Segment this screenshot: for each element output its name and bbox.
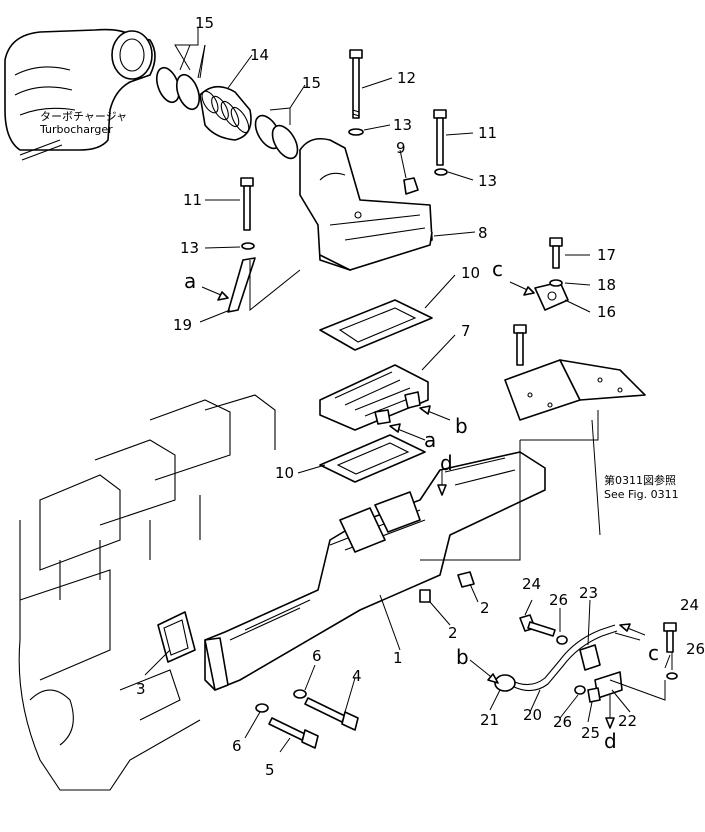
gasket-upper — [319, 299, 433, 351]
callout-13b: 13 — [478, 172, 497, 190]
washer-26-right — [666, 672, 678, 680]
see-fig-note-jp: 第0311図参照 — [604, 473, 676, 487]
gasket-lower — [319, 434, 426, 483]
bolt-24-left — [519, 614, 556, 637]
callout-15b: 15 — [302, 74, 321, 92]
sensor-16 — [534, 281, 569, 311]
ref-a-lower: a — [424, 428, 436, 452]
plug-9 — [403, 177, 419, 195]
bolt-11-upper — [433, 109, 448, 176]
leader-lines — [144, 28, 673, 753]
washer-26-lower — [574, 685, 586, 695]
ref-b-lower: b — [456, 645, 469, 669]
bracket-19 — [227, 257, 301, 313]
engine-block-drawing — [18, 394, 276, 791]
callout-25: 25 — [581, 724, 600, 742]
turbocharger-label-en: Turbocharger — [39, 123, 113, 136]
clamp-23 — [579, 644, 601, 671]
callout-26c: 26 — [553, 713, 572, 731]
callout-3: 3 — [136, 680, 146, 698]
callout-26a: 26 — [549, 591, 568, 609]
ref-b-upper: b — [455, 414, 468, 438]
callout-2b: 2 — [448, 624, 458, 642]
reference-arrows — [201, 281, 646, 729]
callout-22: 22 — [618, 712, 637, 730]
callout-18: 18 — [597, 276, 616, 294]
see-fig-note-en: See Fig. 0311 — [604, 488, 679, 501]
connector-21 — [494, 674, 516, 692]
bolt-24-right — [663, 622, 677, 653]
ref-d-upper: d — [440, 451, 453, 475]
seal-rings-left — [155, 66, 201, 111]
callout-23: 23 — [579, 584, 598, 602]
ref-c-upper: c — [492, 257, 503, 281]
nut-25 — [587, 687, 601, 703]
callout-14: 14 — [250, 46, 269, 64]
ref-d-lower: d — [604, 729, 617, 753]
callout-numbers: 1 2 2 3 4 5 6 6 7 8 9 10 10 11 11 12 13 … — [136, 14, 705, 779]
elbow-adapter — [299, 137, 433, 271]
bolt-5 — [268, 717, 319, 749]
callout-6b: 6 — [232, 737, 242, 755]
ref-a-upper: a — [184, 269, 196, 293]
callout-10b: 10 — [275, 464, 294, 482]
bolt-17 — [549, 237, 563, 269]
callout-24a: 24 — [522, 575, 541, 593]
callout-13a: 13 — [393, 116, 412, 134]
plug-2-left — [419, 589, 431, 603]
gasket-3 — [157, 611, 196, 663]
callout-24b: 24 — [680, 596, 699, 614]
callout-6a: 6 — [312, 647, 322, 665]
washer-6-lower — [255, 703, 269, 713]
turbocharger-label-jp: ターボチャージャ — [40, 110, 127, 123]
callout-17: 17 — [597, 246, 616, 264]
callout-12: 12 — [397, 69, 416, 87]
reference-letters: a a b b c c d d — [184, 257, 659, 753]
callout-10a: 10 — [461, 264, 480, 282]
callout-5: 5 — [265, 761, 275, 779]
bellows-connector — [199, 85, 252, 141]
bolt-standalone — [513, 324, 527, 366]
connector-block-7 — [319, 364, 429, 431]
washer-18 — [549, 279, 563, 287]
bolt-4 — [304, 697, 359, 731]
callout-26b: 26 — [686, 640, 705, 658]
ref-c-lower: c — [648, 641, 659, 665]
bolt-12 — [348, 49, 364, 136]
callout-15a: 15 — [195, 14, 214, 32]
tube-20 — [509, 624, 618, 692]
mounting-plate — [504, 359, 646, 441]
plug-2-right — [457, 571, 475, 588]
seal-rings-right — [254, 114, 299, 160]
bracket-22 — [594, 671, 666, 701]
bolt-11-left — [240, 177, 255, 250]
callout-4: 4 — [352, 667, 362, 685]
callout-11b: 11 — [183, 191, 202, 209]
callout-19: 19 — [173, 316, 192, 334]
washer-6-upper — [293, 689, 307, 699]
callout-20: 20 — [523, 706, 542, 724]
callout-13c: 13 — [180, 239, 199, 257]
callout-16: 16 — [597, 303, 616, 321]
callout-2a: 2 — [480, 599, 490, 617]
callout-8: 8 — [478, 224, 488, 242]
turbocharger-drawing: ターボチャージャ Turbocharger — [4, 28, 156, 161]
callout-21: 21 — [480, 711, 499, 729]
callout-1: 1 — [393, 649, 403, 667]
callout-11a: 11 — [478, 124, 497, 142]
washer-26-upper — [556, 635, 568, 645]
exhaust-manifold — [204, 451, 546, 691]
callout-9: 9 — [396, 139, 406, 157]
callout-7: 7 — [461, 322, 471, 340]
